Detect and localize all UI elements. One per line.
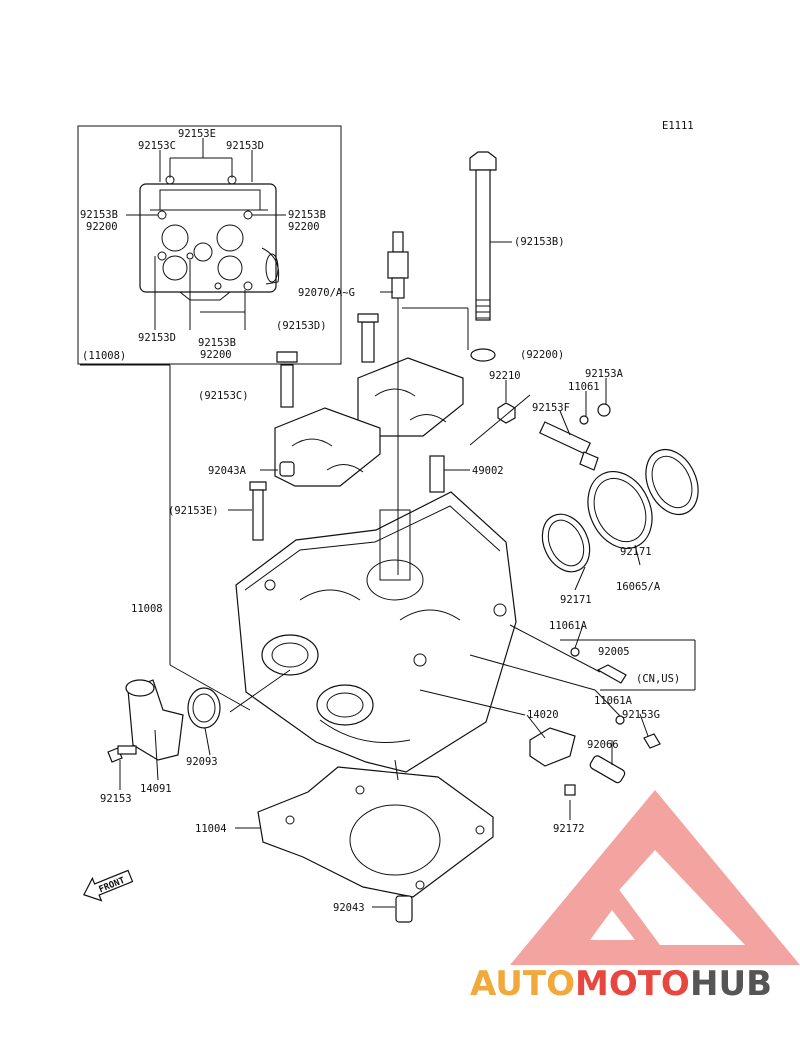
inset-label-6: 92153B bbox=[288, 209, 326, 221]
label-92153g: 92153G bbox=[622, 709, 660, 721]
label-11061: 11061 bbox=[568, 381, 600, 393]
inset-label-7: 92200 bbox=[288, 221, 320, 233]
label-11061a-b: 11061A bbox=[594, 695, 633, 707]
label-49002: 49002 bbox=[472, 465, 504, 477]
label-11061a-a: 11061A bbox=[549, 620, 588, 632]
inset-label-11: (11008) bbox=[82, 350, 126, 362]
inset-top-view bbox=[77, 125, 342, 365]
brand-part2: MOTO bbox=[575, 964, 690, 1004]
label-92210: 92210 bbox=[489, 370, 521, 382]
label-92153e: (92153E) bbox=[168, 505, 219, 517]
cylinder-head-assembly bbox=[107, 151, 699, 923]
label-92200: (92200) bbox=[520, 349, 564, 361]
front-arrow-icon: FRONT bbox=[83, 869, 134, 902]
inset-label-4: 92153B bbox=[80, 209, 118, 221]
label-92171-a: 92171 bbox=[620, 546, 652, 558]
inset-label-2: 92153C bbox=[138, 140, 176, 152]
label-92066: 92066 bbox=[587, 739, 619, 751]
label-cn-us: (CN,US) bbox=[636, 673, 680, 685]
label-92093: 92093 bbox=[186, 756, 218, 768]
label-92153b: (92153B) bbox=[514, 236, 565, 248]
label-92153c: (92153C) bbox=[198, 390, 249, 402]
label-92043a: 92043A bbox=[208, 465, 247, 477]
label-92070: 92070/A~G bbox=[298, 287, 355, 299]
brand-part1: AUTO bbox=[470, 964, 575, 1004]
label-16065: 16065/A bbox=[616, 581, 661, 593]
label-92153d: (92153D) bbox=[276, 320, 327, 332]
label-14020: 14020 bbox=[527, 709, 559, 721]
inset-label-1: 92153E bbox=[178, 128, 216, 140]
label-11008: 11008 bbox=[131, 603, 163, 615]
label-14091: 14091 bbox=[140, 783, 172, 795]
inset-label-10: 92200 bbox=[200, 349, 232, 361]
inset-label-5: 92200 bbox=[86, 221, 118, 233]
diagram-code: E1111 bbox=[662, 120, 694, 132]
label-92153a: 92153A bbox=[585, 368, 624, 380]
inset-label-8: 92153D bbox=[138, 332, 176, 344]
leader-lines bbox=[80, 241, 696, 908]
watermark-logo-icon bbox=[510, 790, 800, 965]
label-92171-b: 92171 bbox=[560, 594, 592, 606]
label-92172: 92172 bbox=[553, 823, 585, 835]
inset-label-9: 92153B bbox=[198, 337, 236, 349]
label-92153f: 92153F bbox=[532, 402, 570, 414]
label-11004: 11004 bbox=[195, 823, 227, 835]
label-92043: 92043 bbox=[333, 902, 365, 914]
brand-part3: HUB bbox=[690, 964, 772, 1004]
inset-label-3: 92153D bbox=[226, 140, 264, 152]
label-92153: 92153 bbox=[100, 793, 132, 805]
label-92005: 92005 bbox=[598, 646, 630, 658]
